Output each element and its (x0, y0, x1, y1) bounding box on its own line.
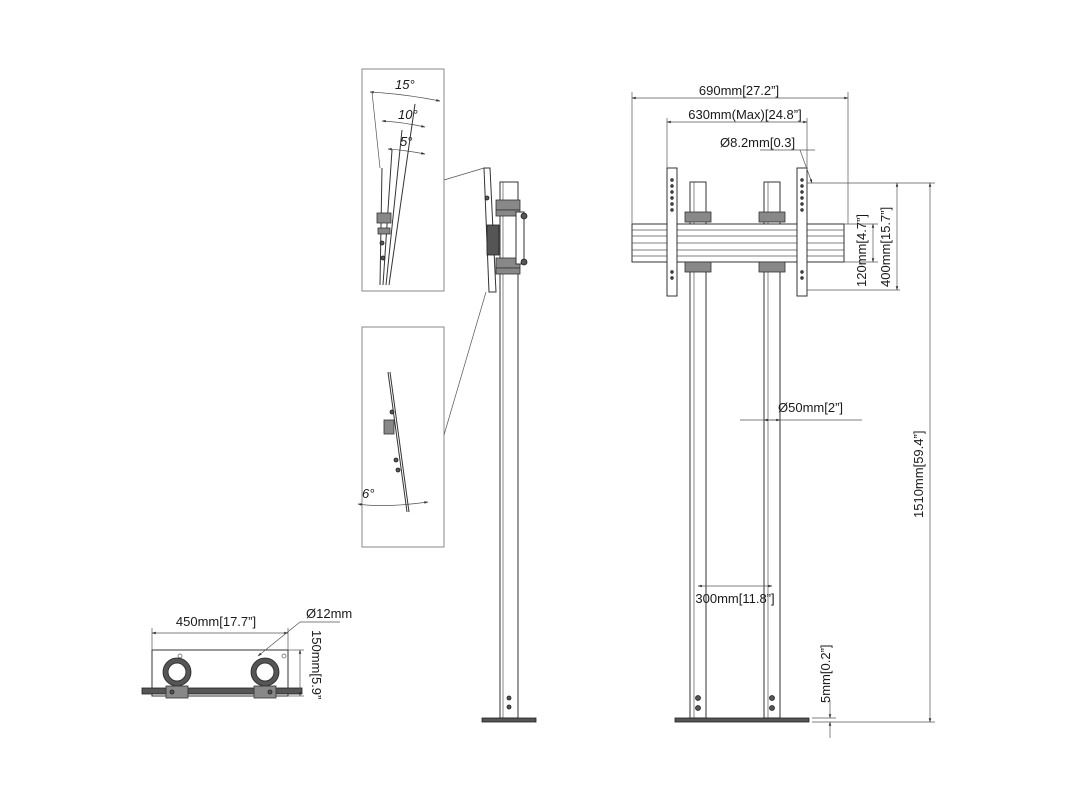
front-view-stand (631, 167, 845, 723)
hole-diameter-label: Ø8.2mm[0.3] (720, 135, 795, 150)
angle-label-5: 5° (400, 134, 412, 149)
overall-width-label: 690mm[27.2”] (699, 83, 779, 98)
height-400-label: 400mm[15.7”] (878, 207, 893, 287)
max-width-label: 630mm(Max)[24.8”] (688, 107, 801, 122)
pole-diameter-label: Ø50mm[2”] (778, 400, 843, 415)
bracket-icon (383, 409, 401, 473)
height-120-label: 120mm[4.7”] (854, 214, 869, 287)
bracket-icon (376, 212, 392, 261)
base-thickness-label: 5mm[0.2”] (818, 644, 833, 703)
angle-label-10: 10° (398, 107, 418, 122)
total-height-label: 1510mm[59.4”] (911, 431, 926, 518)
pole-spacing-label: 300mm[11.8”] (695, 591, 774, 606)
rail-holes (670, 178, 804, 280)
base-plate-top-view (141, 649, 303, 699)
base-dimensions (151, 621, 340, 697)
front-dimensions (631, 92, 935, 738)
base-width-label: 450mm[17.7”] (176, 614, 256, 629)
base-depth-label: 150mm[5.9” (309, 630, 324, 699)
angle-label-15: 15° (395, 77, 415, 92)
angle-label-6: 6° (362, 486, 374, 501)
base-hole-label: Ø12mm (306, 606, 352, 621)
tilt-detail-box: 15° 10° 5° (361, 68, 445, 292)
side-view-stand (481, 167, 537, 723)
tilt-down-detail-box: 6° (357, 326, 445, 548)
